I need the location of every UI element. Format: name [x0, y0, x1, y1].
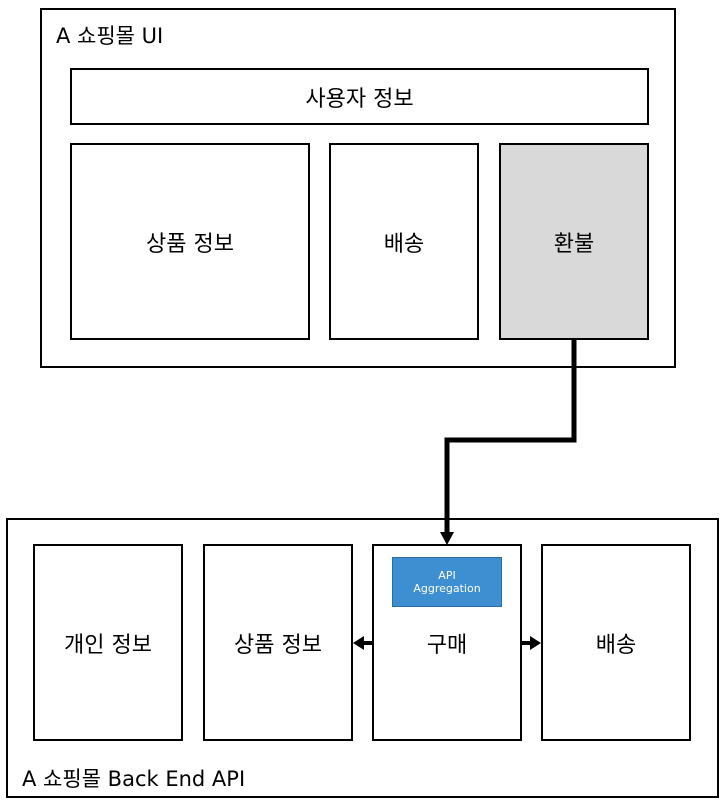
- purchase-label: 구매: [426, 632, 468, 658]
- refund-label: 환불: [553, 231, 595, 257]
- frontend-product-info-panel: 상품 정보: [70, 143, 310, 340]
- frontend-title: A 쇼핑몰 UI: [56, 24, 164, 48]
- backend-product-info-label: 상품 정보: [234, 632, 322, 658]
- user-info-panel: 사용자 정보: [70, 68, 649, 125]
- backend-product-info-panel: 상품 정보: [203, 544, 353, 741]
- api-aggregation-badge: API Aggregation: [392, 557, 502, 607]
- user-info-label: 사용자 정보: [305, 86, 414, 112]
- api-badge-line1: API: [438, 569, 456, 582]
- backend-title: A 쇼핑몰 Back End API: [22, 767, 246, 791]
- backend-shipping-panel: 배송: [541, 544, 691, 741]
- personal-info-label: 개인 정보: [64, 632, 152, 658]
- backend-shipping-label: 배송: [595, 632, 637, 658]
- api-badge-line2: Aggregation: [413, 582, 481, 595]
- personal-info-panel: 개인 정보: [33, 544, 183, 741]
- frontend-shipping-panel: 배송: [329, 143, 479, 340]
- refund-panel: 환불: [499, 143, 649, 340]
- frontend-product-info-label: 상품 정보: [146, 231, 234, 257]
- refund-to-purchase-connector: [444, 340, 577, 533]
- frontend-shipping-label: 배송: [383, 231, 425, 257]
